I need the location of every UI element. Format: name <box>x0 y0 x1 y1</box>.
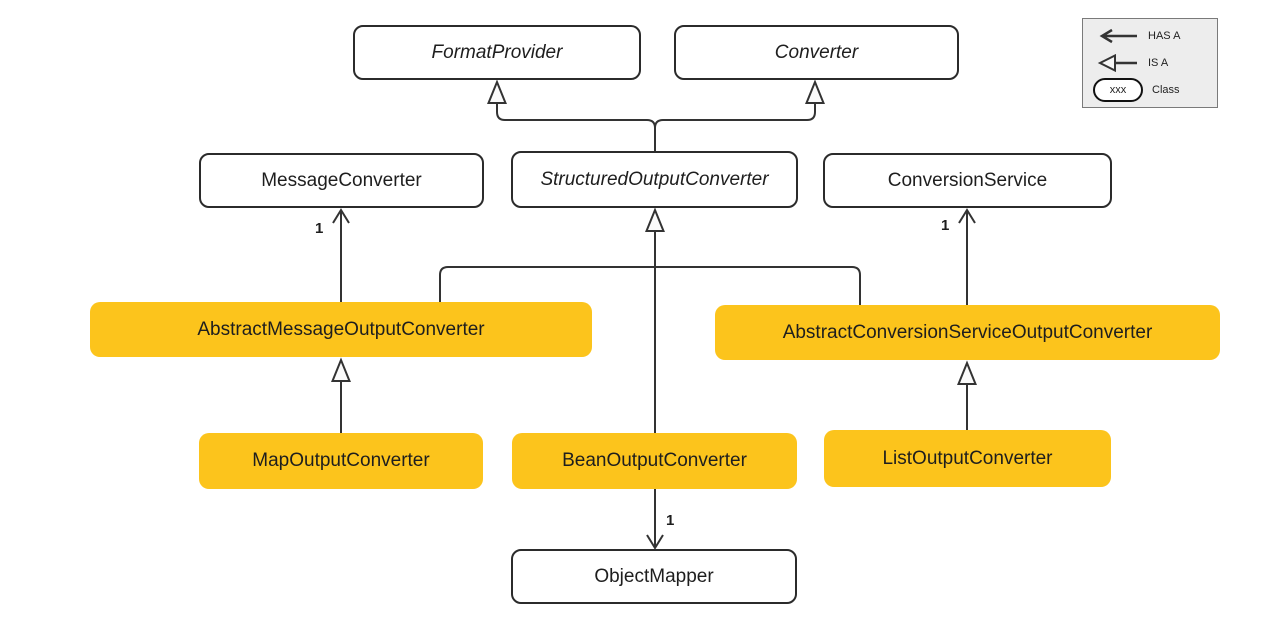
class-node-mapoutputconverter: MapOutputConverter <box>199 433 483 489</box>
class-node-structuredoutputconverter: StructuredOutputConverter <box>511 151 798 208</box>
class-node-beanoutputconverter: BeanOutputConverter <box>512 433 797 489</box>
class-node-messageconverter: MessageConverter <box>199 153 484 208</box>
multiplicity-label-messageconverter: 1 <box>315 220 324 237</box>
is-a-arrow-icon <box>1097 54 1137 72</box>
arrowhead-icon <box>332 208 350 224</box>
class-node-conversionservice: ConversionService <box>823 153 1112 208</box>
legend-is-a-label: IS A <box>1148 57 1169 69</box>
is-a-edge-structured-to-formatprovider-converter <box>487 79 825 151</box>
is-a-edge-list-to-abstractconversion <box>957 360 977 430</box>
is-a-triangle-icon <box>805 79 825 104</box>
legend-row-is-a: IS A <box>1093 50 1217 76</box>
class-node-listoutputconverter: ListOutputConverter <box>824 430 1111 487</box>
is-a-edge-map-to-abstractmessage <box>331 357 351 433</box>
legend-row-has-a: HAS A <box>1093 23 1217 49</box>
has-a-arrow-icon <box>1099 28 1137 44</box>
legend: HAS A IS A xxx Class <box>1082 18 1218 108</box>
is-a-triangle-icon <box>957 360 977 385</box>
class-node-converter: Converter <box>674 25 959 80</box>
multiplicity-label-conversionservice: 1 <box>941 217 950 234</box>
arrowhead-icon <box>958 208 976 224</box>
class-node-objectmapper: ObjectMapper <box>511 549 797 604</box>
has-a-edge-abstractmessage-to-messageconverter <box>332 208 350 302</box>
class-node-formatprovider: FormatProvider <box>353 25 641 80</box>
legend-class-sample-box: xxx <box>1093 78 1143 102</box>
is-a-triangle-icon <box>331 357 351 382</box>
has-a-edge-bean-to-objectmapper <box>646 489 664 550</box>
class-node-abstractmessageoutputconverter: AbstractMessageOutputConverter <box>90 302 592 357</box>
has-a-edge-abstractconversion-to-conversionservice <box>958 208 976 305</box>
legend-row-class: xxx Class <box>1093 77 1217 103</box>
is-a-edge-children-to-structured <box>439 207 861 433</box>
legend-has-a-label: HAS A <box>1148 30 1181 42</box>
is-a-triangle-icon <box>645 207 665 232</box>
arrowhead-icon <box>646 534 664 550</box>
class-node-abstractconversionserviceoutputconverter: AbstractConversionServiceOutputConverter <box>715 305 1220 360</box>
is-a-triangle-icon <box>487 79 507 104</box>
multiplicity-label-objectmapper: 1 <box>666 512 675 529</box>
legend-class-label: Class <box>1152 84 1180 96</box>
